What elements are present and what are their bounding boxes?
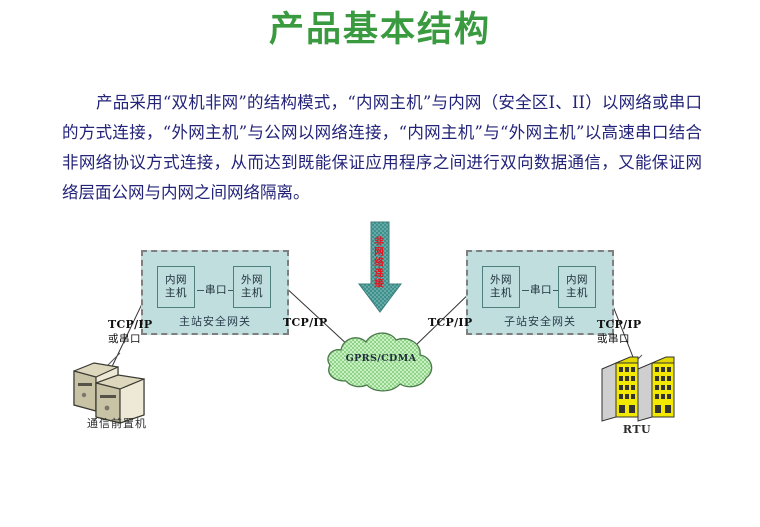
front-end-server-icon	[73, 352, 145, 424]
link-label-right-device-main: TCP/IP	[597, 318, 642, 331]
network-cloud: GPRS/CDMA	[322, 325, 440, 397]
non-network-arrow: 非网络连接	[358, 221, 402, 314]
master-station-gateway: 内网主机 串口 外网主机 主站安全网关	[141, 250, 289, 335]
serial-link-right: 串口	[522, 284, 560, 296]
page-title: 产品基本结构	[268, 10, 491, 50]
host-outer-left-line1: 外网主机	[241, 274, 263, 299]
rtu-icon	[601, 354, 675, 422]
architecture-diagram: 内网主机 串口 外网主机 主站安全网关 外网主机 串口 内网主机 子站安全网关	[0, 221, 760, 450]
host-inner-right: 内网主机	[558, 266, 596, 308]
non-network-arrow-label: 非网络连接	[372, 236, 383, 289]
link-label-left-device-sub: 或串口	[108, 333, 141, 345]
link-label-left-cloud: TCP/IP	[283, 316, 328, 329]
front-end-server-caption: 通信前置机	[87, 417, 147, 430]
serial-link-left: 串口	[197, 284, 235, 296]
down-arrow-icon	[358, 221, 402, 313]
host-inner-left-line1: 内网主机	[165, 274, 187, 299]
rtu-caption: RTU	[622, 423, 652, 436]
link-label-left-device: TCP/IP 或串口	[108, 318, 152, 346]
host-outer-right-line1: 外网主机	[490, 274, 512, 299]
link-label-right-device-sub: 或串口	[597, 333, 630, 345]
link-label-right-device: TCP/IP 或串口	[597, 318, 641, 346]
host-inner-right-line1: 内网主机	[566, 274, 588, 299]
master-station-gateway-caption: 主站安全网关	[179, 315, 251, 328]
cloud-label: GPRS/CDMA	[345, 353, 417, 364]
link-label-left-device-main: TCP/IP	[108, 318, 153, 331]
host-inner-left: 内网主机	[157, 266, 195, 308]
substation-gateway: 外网主机 串口 内网主机 子站安全网关	[466, 250, 614, 335]
host-outer-right: 外网主机	[482, 266, 520, 308]
cloud-icon	[327, 332, 433, 392]
body-paragraph: 产品采用“双机非网”的结构模式，“内网主机”与内网（安全区I、II）以网络或串口…	[62, 93, 702, 202]
host-outer-left: 外网主机	[233, 266, 271, 308]
substation-gateway-caption: 子站安全网关	[504, 315, 576, 328]
link-label-right-cloud: TCP/IP	[428, 316, 473, 329]
